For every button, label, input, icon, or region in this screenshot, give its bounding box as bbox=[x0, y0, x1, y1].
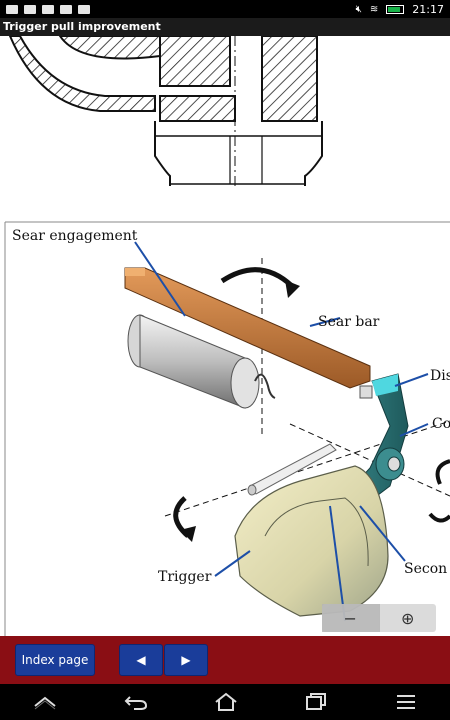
home-icon bbox=[215, 692, 237, 711]
notification-icons bbox=[6, 4, 90, 14]
arrow-left-icon: ◀ bbox=[136, 653, 146, 667]
section-drawing bbox=[8, 36, 323, 186]
chevron-up-icon bbox=[34, 696, 56, 710]
previous-page-button[interactable]: ◀ bbox=[119, 644, 163, 676]
back-button[interactable] bbox=[124, 693, 148, 711]
collapse-button[interactable] bbox=[33, 694, 57, 710]
bag-notification-icon bbox=[78, 4, 90, 14]
menu-icon bbox=[396, 695, 415, 709]
image-notification-icon bbox=[6, 4, 18, 14]
content-scroll-area[interactable]: Sear engagement Sear bar Dis Co Trigger … bbox=[0, 36, 450, 636]
recents-icon bbox=[306, 693, 327, 710]
label-disconnector: Dis bbox=[430, 368, 450, 384]
index-page-button[interactable]: Index page bbox=[15, 644, 95, 676]
home-button[interactable] bbox=[214, 692, 238, 712]
arrow-right-icon: ▶ bbox=[181, 653, 191, 667]
diagram-canvas: Sear engagement Sear bar Dis Co Trigger … bbox=[4, 36, 450, 636]
label-sear-bar: Sear bar bbox=[318, 314, 380, 330]
status-bar: 🔇︎ ≋ 21:17 bbox=[0, 0, 450, 18]
clock-text: 21:17 bbox=[412, 2, 444, 16]
zoom-control[interactable]: − ⊕ bbox=[322, 604, 436, 632]
recents-button[interactable] bbox=[304, 692, 328, 712]
next-page-button[interactable]: ▶ bbox=[164, 644, 208, 676]
navigation-panel: Index page ◀ ▶ bbox=[0, 636, 450, 684]
label-trigger: Trigger bbox=[158, 569, 212, 585]
label-connector: Co bbox=[432, 416, 450, 432]
document-notification-icon bbox=[24, 4, 36, 14]
mute-icon: 🔇︎ bbox=[355, 3, 362, 15]
label-sear-engagement: Sear engagement bbox=[12, 228, 138, 244]
back-icon bbox=[124, 696, 147, 710]
wifi-icon: ≋ bbox=[369, 3, 379, 15]
trigger-mechanism-diagram bbox=[124, 241, 450, 622]
menu-button[interactable] bbox=[395, 693, 417, 711]
zoom-in-icon: ⊕ bbox=[401, 608, 415, 628]
battery-icon bbox=[386, 4, 405, 14]
page-title: Trigger pull improvement bbox=[0, 18, 450, 36]
check-notification-icon bbox=[42, 4, 54, 14]
zoom-in-button[interactable]: ⊕ bbox=[380, 604, 437, 632]
gamepad-notification-icon bbox=[60, 4, 72, 14]
zoom-out-button[interactable]: − bbox=[322, 604, 380, 632]
label-second: Secon bbox=[404, 561, 447, 577]
system-nav-bar bbox=[0, 684, 450, 720]
zoom-out-icon: − bbox=[343, 608, 357, 628]
